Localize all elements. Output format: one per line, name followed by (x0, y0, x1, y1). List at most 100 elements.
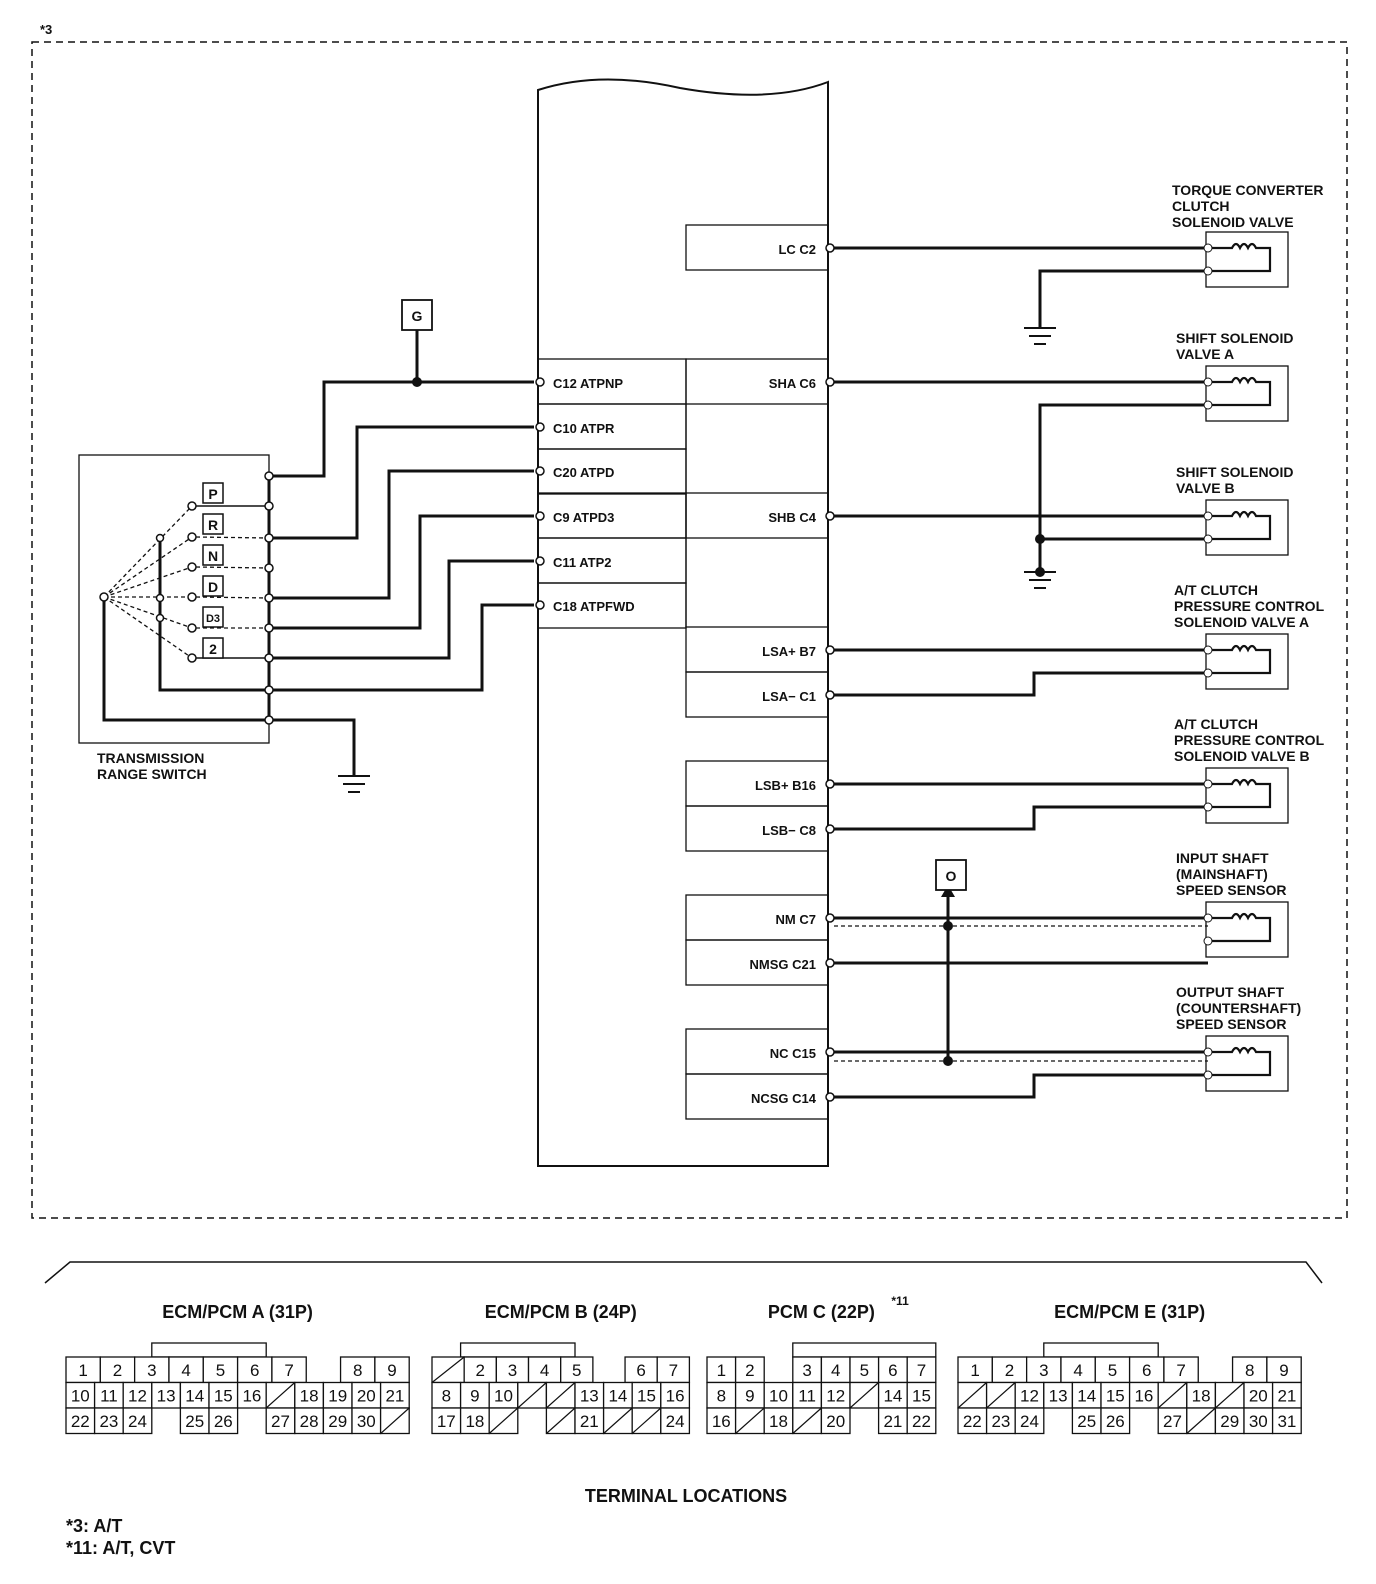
ssb-label-2: VALVE B (1176, 480, 1235, 496)
terminal-number: 28 (300, 1412, 319, 1431)
pcb-label-3: SOLENOID VALVE B (1174, 748, 1310, 764)
pin-shb-c4: SHB C4 (768, 510, 816, 525)
terminal-cell (1014, 1407, 1045, 1435)
terminal-number: 7 (1176, 1361, 1185, 1380)
terminal-cell (93, 1407, 124, 1435)
terminal-number: 14 (185, 1387, 204, 1406)
unused-terminal-mark (849, 1382, 879, 1409)
connection-marker-o (935, 859, 967, 891)
terminal-cell (1214, 1407, 1245, 1435)
terminal-number: 7 (284, 1361, 293, 1380)
terminal-number: 27 (271, 1412, 290, 1431)
unused-terminal-mark (603, 1407, 633, 1434)
connector-title: ECM/PCM E (31P) (1054, 1302, 1205, 1322)
pin-lsb-plus-b16: LSB+ B16 (755, 778, 816, 793)
unused-terminal-mark (517, 1382, 547, 1409)
terminal-number: 12 (128, 1387, 147, 1406)
terminal-number: 29 (328, 1412, 347, 1431)
iss-label-2: (MAINSHAFT) (1176, 866, 1268, 882)
terminal-cell (1271, 1407, 1302, 1435)
terminal-number: 11 (798, 1387, 816, 1406)
terminal-number: 27 (1163, 1412, 1182, 1431)
iss-label-1: INPUT SHAFT (1176, 850, 1269, 866)
terminal-number: 10 (769, 1387, 788, 1406)
connector-title: ECM/PCM B (24P) (485, 1302, 637, 1322)
terminal-number: 31 (1277, 1412, 1296, 1431)
terminal-cell (849, 1356, 880, 1384)
terminal-number: 4 (831, 1361, 840, 1380)
output-shaft-speed-sensor (1203, 1035, 1289, 1092)
terminal-number: 6 (636, 1361, 645, 1380)
terminal-cell (1043, 1381, 1074, 1409)
terminal-number: 7 (917, 1361, 926, 1380)
terminal-number: 22 (912, 1412, 931, 1431)
terminal-number: 2 (1005, 1361, 1014, 1380)
terminal-cell (877, 1407, 908, 1435)
pressure-control-solenoid-a (1203, 633, 1289, 690)
tcc-label-3: SOLENOID VALVE (1172, 214, 1294, 230)
terminal-cell (656, 1356, 691, 1384)
pin-nmsg-c21: NMSG C21 (750, 957, 816, 972)
terminal-number: 24 (666, 1412, 685, 1431)
pin-lsa-minus-c1: LSA− C1 (762, 689, 816, 704)
terminal-cell (65, 1356, 101, 1384)
terminal-number: 18 (300, 1387, 319, 1406)
pin-c10-atpr: C10 ATPR (553, 421, 615, 436)
terminal-number: 2 (476, 1361, 485, 1380)
connector-lock-tab (792, 1342, 937, 1358)
unused-terminal-mark (546, 1382, 576, 1409)
unused-terminal-mark (792, 1407, 822, 1434)
terminal-number: 15 (1106, 1387, 1125, 1406)
pin-nc-c15: NC C15 (770, 1046, 816, 1061)
tcc-label-2: CLUTCH (1172, 198, 1230, 214)
terminal-number: 6 (888, 1361, 897, 1380)
terminal-number: 13 (157, 1387, 176, 1406)
unused-terminal-mark (431, 1356, 465, 1383)
terminal-number: 15 (214, 1387, 233, 1406)
terminal-number: 9 (1279, 1361, 1288, 1380)
terminal-number: 18 (769, 1412, 788, 1431)
terminal-number: 20 (1249, 1387, 1268, 1406)
terminal-number: 13 (1049, 1387, 1068, 1406)
terminal-number: 3 (508, 1361, 517, 1380)
terminal-number: 20 (826, 1412, 845, 1431)
terminal-number: 8 (1245, 1361, 1254, 1380)
terminal-number: 16 (1134, 1387, 1153, 1406)
terminal-number: 3 (802, 1361, 811, 1380)
pcb-label-1: A/T CLUTCH (1174, 716, 1258, 732)
range-switch-label-2: RANGE SWITCH (97, 766, 207, 782)
tcc-label-1: TORQUE CONVERTER (1172, 182, 1323, 198)
pca-label-1: A/T CLUTCH (1174, 582, 1258, 598)
connection-marker-g (401, 299, 433, 331)
terminal-locations-caption: TERMINAL LOCATIONS (585, 1486, 787, 1506)
terminal-cell (820, 1407, 851, 1435)
unused-terminal-mark (735, 1407, 765, 1434)
terminal-number: 10 (494, 1387, 513, 1406)
pin-c20-atpd: C20 ATPD (553, 465, 614, 480)
switch-pos-d3: D3 (206, 613, 220, 625)
terminal-cell (624, 1356, 658, 1384)
unused-terminal-mark (631, 1407, 662, 1434)
terminal-cell (374, 1356, 410, 1384)
unused-terminal-mark (380, 1407, 410, 1434)
oss-label-2: (COUNTERSHAFT) (1176, 1000, 1301, 1016)
pca-label-2: PRESSURE CONTROL (1174, 598, 1325, 614)
terminal-number: 14 (1077, 1387, 1096, 1406)
unused-terminal-mark (488, 1407, 519, 1434)
terminal-number: 18 (465, 1412, 484, 1431)
terminal-cell (271, 1356, 307, 1384)
terminal-number: 8 (717, 1387, 726, 1406)
pressure-control-solenoid-b (1203, 767, 1289, 824)
unused-terminal-mark (1157, 1382, 1188, 1409)
switch-pos-p: P (208, 486, 217, 502)
switch-pos-d: D (208, 579, 218, 595)
shift-solenoid-valve-b (1203, 499, 1289, 556)
terminal-cell (208, 1407, 239, 1435)
footnote-2: *11: A/T, CVT (66, 1538, 175, 1558)
input-shaft-speed-sensor (1203, 901, 1289, 958)
terminal-cell (1243, 1381, 1274, 1409)
terminal-cell (65, 1381, 96, 1409)
